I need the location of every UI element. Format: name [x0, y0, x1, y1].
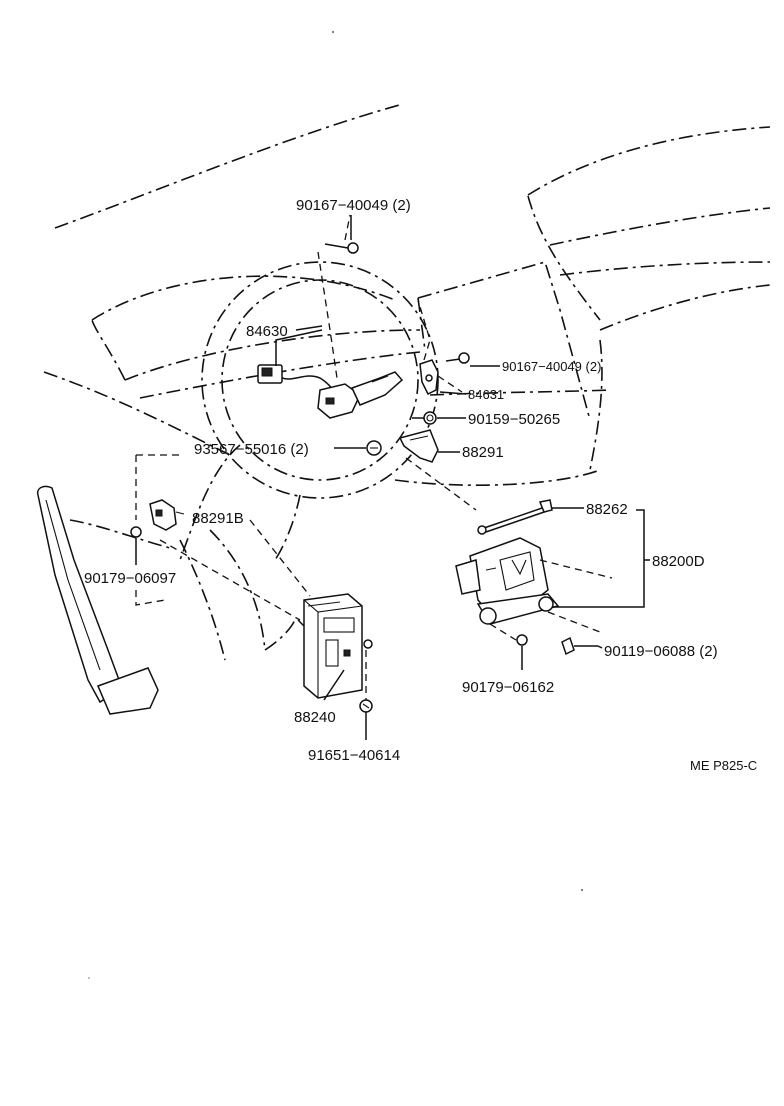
label-88200d: 88200D — [652, 553, 705, 570]
accelerator-pedal — [36, 485, 159, 715]
ecu-88240 — [159, 519, 373, 700]
screw-93567-55016 — [135, 440, 382, 520]
bracket-88291 — [398, 429, 477, 511]
actuator-88200d — [455, 537, 613, 641]
bracket-88291b — [149, 499, 185, 531]
scan-specks — [88, 31, 583, 979]
part-labels: 90167−40049 (2) 84630 90167−40049 (2) 84… — [84, 197, 757, 773]
nut-90179-06097 — [130, 526, 166, 606]
label-88291: 88291 — [462, 444, 504, 461]
label-84631: 84631 — [468, 387, 504, 402]
cable-88262 — [477, 499, 553, 535]
leader-lines — [295, 215, 650, 701]
label-88262: 88262 — [586, 501, 628, 518]
label-90159-50265: 90159−50265 — [468, 411, 560, 428]
label-90179-06162: 90179−06162 — [462, 679, 554, 696]
bolt-90119-06088 — [561, 636, 598, 656]
label-90119-06088: 90119−06088 (2) — [604, 643, 718, 660]
dashboard-outline — [43, 103, 771, 661]
cruise-switch-84630 — [257, 329, 404, 419]
label-90167-40049-top: 90167−40049 (2) — [296, 197, 411, 214]
label-88291b: 88291B — [192, 510, 244, 527]
nut-90159-50265 — [412, 411, 437, 425]
label-90167-40049-right: 90167−40049 (2) — [502, 359, 601, 374]
reference-code: ME P825-C — [690, 758, 757, 773]
bracket-84631 — [417, 299, 470, 396]
steering-wheel-outline — [179, 261, 439, 561]
label-91651-40614: 91651−40614 — [308, 747, 400, 764]
nut-90179-06162 — [516, 634, 528, 670]
bolt-91651-40614 — [359, 699, 373, 740]
bolt-90167-40049-top — [317, 214, 359, 379]
label-84630: 84630 — [246, 323, 288, 340]
label-88240: 88240 — [294, 709, 336, 726]
label-93567-55016: 93567−55016 (2) — [194, 441, 309, 458]
label-90179-06097: 90179−06097 — [84, 570, 176, 587]
